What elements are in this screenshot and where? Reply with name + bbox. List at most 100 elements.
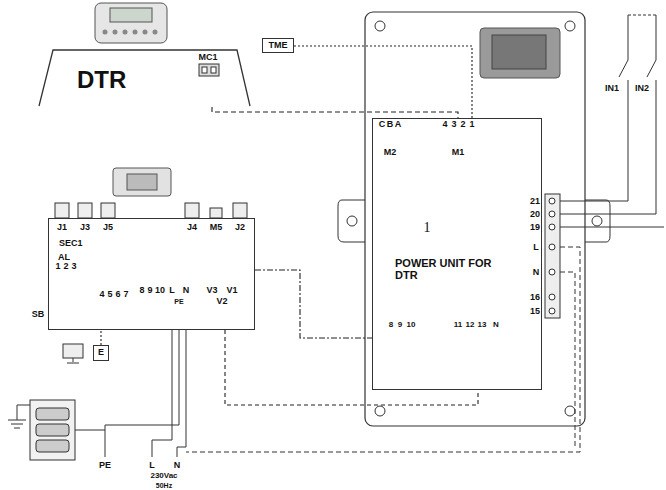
node-text: DTR [77, 67, 126, 93]
drawing-part [67, 358, 79, 363]
terminal-label: PE [174, 298, 183, 305]
terminal-label: 20 [530, 210, 540, 219]
terminal-label: J1 [57, 223, 67, 232]
drawing-part [549, 198, 555, 204]
terminal-label: 19 [530, 223, 540, 232]
terminal-label: J3 [80, 223, 90, 232]
terminal-label: M2 [384, 148, 397, 157]
drawing-part [549, 244, 555, 250]
earth-wire [75, 430, 105, 431]
e-box: E [93, 345, 109, 361]
node-text: POWER UNIT FOR DTR [395, 257, 505, 281]
drawing-part [549, 198, 555, 314]
terminal-label: A [395, 120, 402, 129]
drawing-part [549, 308, 555, 314]
terminal-label: B [387, 120, 394, 129]
drawing-part [375, 21, 385, 31]
mains-wire [560, 272, 575, 447]
drawing-part [549, 294, 555, 300]
drawing-part [211, 67, 216, 73]
controller-outline-shape [35, 47, 253, 107]
controller-buttons [103, 30, 158, 35]
terminal-label: 16 [530, 293, 540, 302]
terminal-label: MC1 [198, 53, 217, 62]
terminal-label: PE [99, 461, 111, 470]
wire-connector [212, 107, 458, 118]
drawing-part [210, 208, 222, 218]
terminal-label: 1 [55, 262, 60, 271]
terminal-label: M5 [210, 223, 223, 232]
terminal-label: 12 [466, 321, 475, 329]
drawing-part [560, 227, 664, 228]
terminal-label: L [533, 243, 539, 252]
node-text: TME [269, 41, 288, 51]
drawing-part [375, 406, 385, 416]
drawing-part [36, 408, 69, 420]
terminal-label: 9 [398, 321, 402, 329]
mounting-tab [585, 200, 610, 242]
neutral-wire [177, 320, 186, 457]
drawing-part [127, 174, 157, 190]
drawing-part [123, 30, 128, 35]
drawing-part [565, 21, 575, 31]
terminal-label: J2 [235, 223, 245, 232]
ground-symbol [8, 405, 30, 428]
terminal-label: 8 [389, 321, 393, 329]
terminal-label: AL [58, 253, 70, 262]
terminal-label: 13 [478, 321, 487, 329]
drawing-part [113, 30, 118, 35]
terminal-label: 5 [107, 290, 112, 299]
wire-connector [100, 330, 101, 345]
monitor-icon [63, 344, 83, 358]
mounting-tab [338, 200, 365, 242]
drawing-part [103, 30, 108, 35]
fan-coil-board: SEC1 [48, 218, 255, 330]
drawing-part [78, 203, 92, 218]
terminal-label: 230Vac [150, 472, 177, 480]
terminal-label: L [169, 286, 175, 295]
terminal-label: 15 [530, 307, 540, 316]
drawing-part [36, 424, 69, 436]
line-wire [152, 320, 172, 457]
drawing-part [101, 203, 115, 218]
connector-tabs [55, 203, 247, 218]
drawing-part [185, 203, 199, 218]
input-switch [560, 15, 628, 201]
drawing-part [549, 269, 555, 275]
terminal-label: C [379, 120, 386, 129]
terminal-label: IN2 [635, 84, 649, 93]
terminal-label: 7 [123, 290, 128, 299]
terminal-label: N [493, 321, 499, 329]
terminal-label: N [533, 268, 540, 277]
terminal-label: L [149, 461, 155, 470]
terminal-strip [545, 194, 560, 318]
terminal-label: 3 [71, 262, 76, 271]
controller-display [110, 8, 152, 22]
terminal-label: IN1 [605, 84, 619, 93]
drawing-part [592, 216, 602, 226]
drawing-part [202, 67, 207, 73]
controller-body [95, 3, 167, 43]
node-text: SEC1 [59, 239, 83, 249]
drawing-part [492, 35, 546, 69]
terminal-block [30, 400, 75, 460]
power-unit-board: POWER UNIT FOR DTR [372, 118, 542, 390]
controller-outline-path [39, 50, 250, 106]
controller-outline: DTR [35, 47, 253, 107]
terminal-label: 2 [63, 262, 68, 271]
earth-wire [105, 320, 179, 457]
relay [480, 28, 560, 78]
terminal-label: N [174, 461, 181, 470]
drawing-part [55, 203, 69, 218]
drawing-part [233, 203, 247, 218]
wire-connector [294, 46, 472, 118]
terminal-label: 4 [99, 290, 104, 299]
terminal-label: 50Hz [156, 482, 172, 489]
terminal-label: 8 [139, 286, 144, 295]
drawing-part [143, 30, 148, 35]
drawing-part [133, 30, 138, 35]
terminal-label: SB [32, 310, 45, 319]
cassette-unit [113, 168, 171, 196]
drawing-part [549, 224, 555, 230]
terminal-label: 4 [442, 120, 447, 129]
